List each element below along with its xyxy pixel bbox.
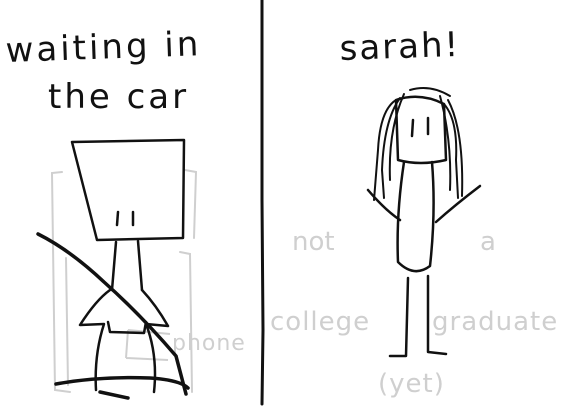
leg-right	[426, 274, 448, 356]
faint-word-not: not	[292, 227, 335, 257]
faint-word-graduate: graduate	[432, 307, 558, 337]
right-caption: sarah!	[339, 25, 461, 69]
faint-word-a: a	[480, 227, 496, 257]
head	[394, 95, 448, 165]
faint-phone-outline	[125, 329, 171, 361]
box-head	[70, 138, 186, 242]
box-head-figure	[70, 138, 186, 394]
faint-word-college: college	[270, 307, 370, 337]
sarah-figure	[366, 87, 482, 358]
neck	[110, 239, 144, 292]
held-phone	[106, 320, 148, 335]
right-panel: sarah! not a college graduate (yet)	[270, 25, 558, 399]
left-caption-line2: the car	[48, 77, 189, 117]
eye-left	[410, 118, 415, 138]
leg-left	[388, 276, 410, 358]
hair	[373, 87, 464, 201]
body	[78, 288, 112, 392]
torso	[396, 160, 435, 273]
cross-out-marks	[36, 232, 190, 400]
arm-right	[434, 184, 482, 224]
left-panel: waiting in the car phone	[5, 24, 246, 400]
eye-left	[115, 210, 120, 227]
arm-left	[366, 188, 402, 222]
faint-car-seat-outline	[50, 169, 198, 393]
faint-word-yet: (yet)	[378, 369, 445, 399]
faint-phone-label: phone	[172, 331, 246, 356]
left-caption-line1: waiting in	[5, 24, 202, 71]
panel-divider	[260, 0, 265, 406]
